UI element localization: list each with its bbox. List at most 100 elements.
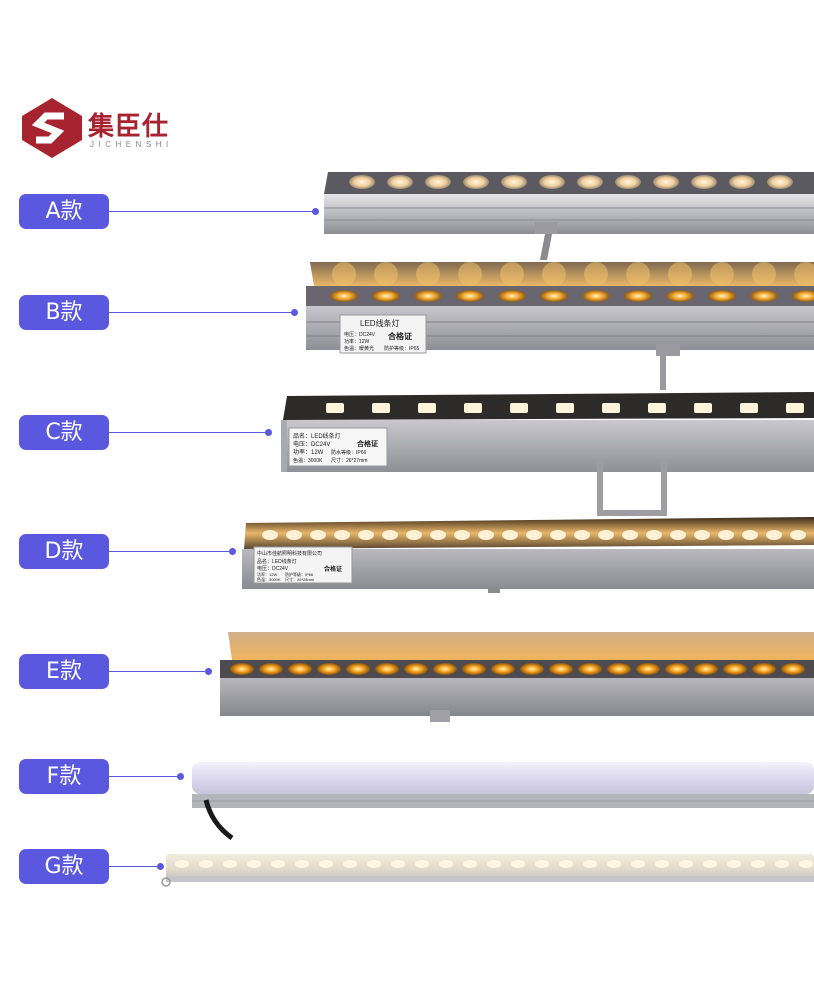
led-light — [574, 530, 590, 540]
d-label-size: 尺寸：26*28mm — [285, 576, 315, 582]
leader-dot-g — [157, 863, 164, 870]
led-light — [622, 530, 638, 540]
d-label-company: 中山市佳航照明科技有限公司 — [257, 550, 322, 557]
led-light — [799, 860, 813, 868]
led-light — [463, 175, 489, 189]
led-light — [430, 530, 446, 540]
led-light — [462, 663, 486, 675]
leader-line-c — [109, 432, 267, 433]
led-light — [718, 530, 734, 540]
c-label-name: 品名：LED线条灯 — [293, 432, 341, 440]
b-label-color: 色温：暖黄光 — [344, 345, 374, 352]
fixture-g-image — [158, 848, 814, 893]
led-light — [288, 663, 312, 675]
logo-mark-icon — [22, 98, 82, 158]
c-label-color: 色温：3000K — [293, 457, 323, 464]
model-label-b: B款 — [19, 295, 109, 330]
led-light — [416, 262, 440, 286]
led-light — [666, 290, 694, 302]
led-light — [602, 403, 620, 413]
led-light — [752, 663, 776, 675]
led-light — [767, 175, 793, 189]
led-light — [751, 860, 765, 868]
led-light — [583, 860, 597, 868]
led-light — [463, 860, 477, 868]
brand-name: 集臣仕 — [88, 112, 170, 142]
led-light — [549, 663, 573, 675]
d-label-power: 功率：12W — [257, 571, 277, 577]
leader-dot-b — [291, 309, 298, 316]
led-light — [729, 175, 755, 189]
led-light — [668, 262, 692, 286]
model-label-d: D款 — [19, 534, 109, 569]
d-label-color: 色温：3000K — [257, 576, 281, 582]
led-light — [559, 860, 573, 868]
leader-line-f — [109, 776, 179, 777]
led-light — [415, 860, 429, 868]
led-light — [439, 860, 453, 868]
led-light — [332, 262, 356, 286]
d-label-cert: 合格证 — [324, 565, 342, 573]
led-light — [175, 860, 189, 868]
led-light — [414, 290, 442, 302]
led-light — [454, 530, 470, 540]
led-light — [655, 860, 669, 868]
b-label-power: 功率：12W — [344, 338, 370, 345]
led-light — [790, 530, 806, 540]
led-light — [487, 860, 501, 868]
d-label-name: 品名：LED线条灯 — [257, 558, 297, 565]
led-light — [271, 860, 285, 868]
led-light — [636, 663, 660, 675]
led-light — [456, 290, 484, 302]
c-label-size: 尺寸：26*27mm — [331, 457, 367, 464]
led-light — [491, 663, 515, 675]
led-light — [624, 290, 652, 302]
led-light — [502, 530, 518, 540]
led-light — [501, 175, 527, 189]
led-light — [334, 530, 350, 540]
led-light — [648, 403, 666, 413]
led-light — [382, 530, 398, 540]
led-light — [792, 290, 814, 302]
led-light — [500, 262, 524, 286]
led-light — [259, 663, 283, 675]
b-label-voltage: 电压：DC24V — [344, 331, 376, 338]
b-label-title: LED线条灯 — [360, 318, 400, 328]
led-light — [391, 860, 405, 868]
led-light — [317, 663, 341, 675]
led-light — [694, 403, 712, 413]
led-light — [708, 290, 736, 302]
led-light — [781, 663, 805, 675]
led-light — [406, 530, 422, 540]
led-light — [418, 403, 436, 413]
led-light — [511, 860, 525, 868]
b-label-protect: 防护等级：IP65 — [384, 345, 420, 352]
led-light — [330, 290, 358, 302]
d-label-protect: 防护等级：IP66 — [285, 571, 314, 577]
model-label-g: G款 — [19, 849, 109, 884]
led-light — [478, 530, 494, 540]
led-light — [694, 530, 710, 540]
leader-line-g — [109, 866, 159, 867]
led-light — [710, 262, 734, 286]
led-light — [582, 290, 610, 302]
led-light — [223, 860, 237, 868]
led-light — [750, 290, 778, 302]
led-light — [199, 860, 213, 868]
led-light — [326, 403, 344, 413]
led-light — [670, 530, 686, 540]
led-light — [404, 663, 428, 675]
led-light — [727, 860, 741, 868]
d-label-voltage: 电压：DC24V — [257, 565, 289, 572]
led-light — [775, 860, 789, 868]
brand-logo — [20, 96, 200, 160]
led-light — [694, 663, 718, 675]
leader-line-e — [109, 671, 207, 672]
led-light — [372, 403, 390, 413]
led-light — [598, 530, 614, 540]
led-light — [343, 860, 357, 868]
led-light — [346, 663, 370, 675]
leader-dot-a — [312, 208, 319, 215]
led-light — [526, 530, 542, 540]
model-label-e: E款 — [19, 654, 109, 689]
